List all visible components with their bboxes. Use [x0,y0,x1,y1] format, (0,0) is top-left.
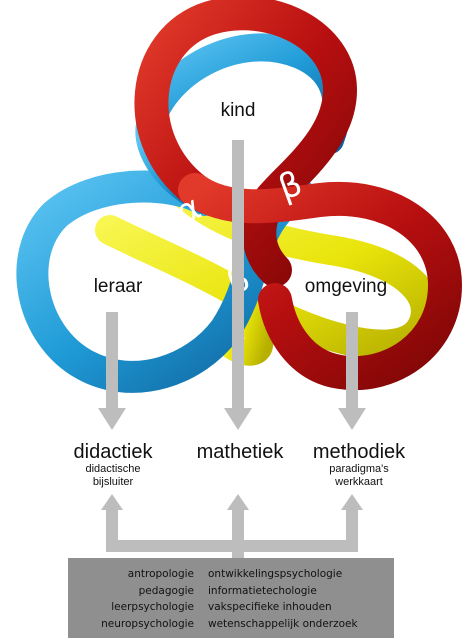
arrow-omgeving-down [338,312,366,430]
discipline-sub: werkkaart [335,476,383,488]
arrow-up-right [341,494,363,546]
discipline-name: mathetiek [196,441,284,463]
discipline-name: didactiek [73,441,153,463]
arrow-up-center [227,494,249,546]
science-item: pedagogie [138,584,194,597]
discipline-name: methodiek [312,441,406,463]
sciences-left-column: antropologie pedagogie leerpsychologie n… [101,566,194,632]
arrow-leraar-down [98,312,126,430]
connector-stem [232,546,244,560]
science-item: neuropsychologie [101,617,194,630]
arrow-up-left [101,494,123,546]
node-leraar: leraar [93,276,143,297]
discipline-sub: didactische [85,463,141,475]
sciences-right-column: ontwikkelingspsychologie informatietecho… [208,566,358,632]
discipline-didactiek: didactiek didactische bijsluiter [74,441,153,489]
science-item: vakspecifieke inhouden [208,601,332,613]
discipline-methodiek: methodiek paradigma's werkkaart [313,441,405,489]
node-kind: kind [220,100,256,121]
discipline-sub: paradigma's [329,463,389,475]
science-item: antropologie [127,568,194,580]
arrow-kind-down [224,140,252,430]
science-item: ontwikkelingspsychologie [208,568,343,580]
node-omgeving: omgeving [304,276,388,297]
science-item: leerpsychologie [111,601,194,613]
red-right-loop [178,173,462,391]
science-item: informatietechologie [208,584,317,597]
discipline-mathetiek: mathetiek [197,441,284,463]
discipline-sub: bijsluiter [92,476,134,488]
sciences-box: antropologie pedagogie leerpsychologie n… [68,558,394,638]
science-item: wetenschappelijk onderzoek [208,617,358,630]
